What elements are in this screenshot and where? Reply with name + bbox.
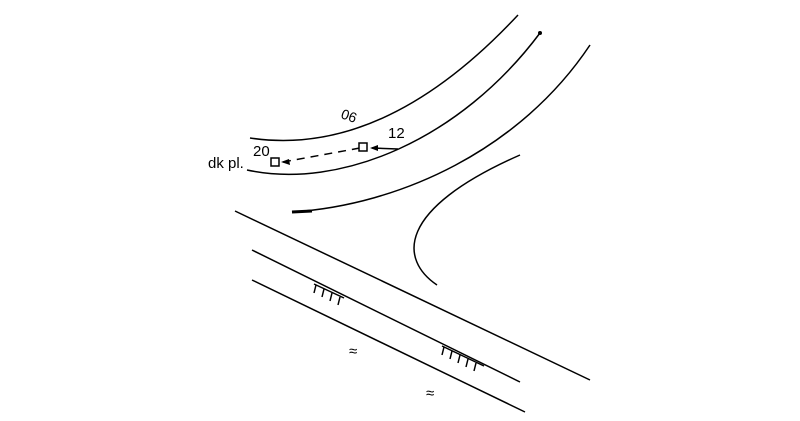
curve-end-dot bbox=[538, 31, 542, 35]
road-edge-top bbox=[234, 210, 591, 381]
road-edge-bottom bbox=[251, 279, 526, 413]
arrow-head-icon bbox=[281, 159, 290, 165]
hatching-2 bbox=[441, 345, 485, 372]
wave-symbol-1: ≈ bbox=[349, 343, 357, 360]
place-label: dk pl. bbox=[208, 155, 244, 172]
curve-corner bbox=[413, 154, 521, 286]
curve-middle bbox=[246, 32, 541, 176]
vehicle-position-end bbox=[270, 157, 280, 167]
curve-inner-thick-start bbox=[291, 209, 313, 214]
travel-path-dashed bbox=[282, 147, 361, 163]
arrow-head-icon bbox=[370, 145, 378, 151]
distance-label-12: 12 bbox=[388, 125, 405, 142]
vehicle-position-start bbox=[358, 142, 368, 152]
curve-inner bbox=[291, 44, 591, 213]
angle-label: 90 bbox=[339, 106, 359, 126]
hatching-1 bbox=[313, 283, 345, 306]
wave-symbol-2: ≈ bbox=[426, 385, 434, 402]
distance-label-20: 20 bbox=[253, 143, 270, 160]
curve-outer bbox=[249, 14, 519, 142]
road-edge-middle bbox=[251, 249, 521, 383]
